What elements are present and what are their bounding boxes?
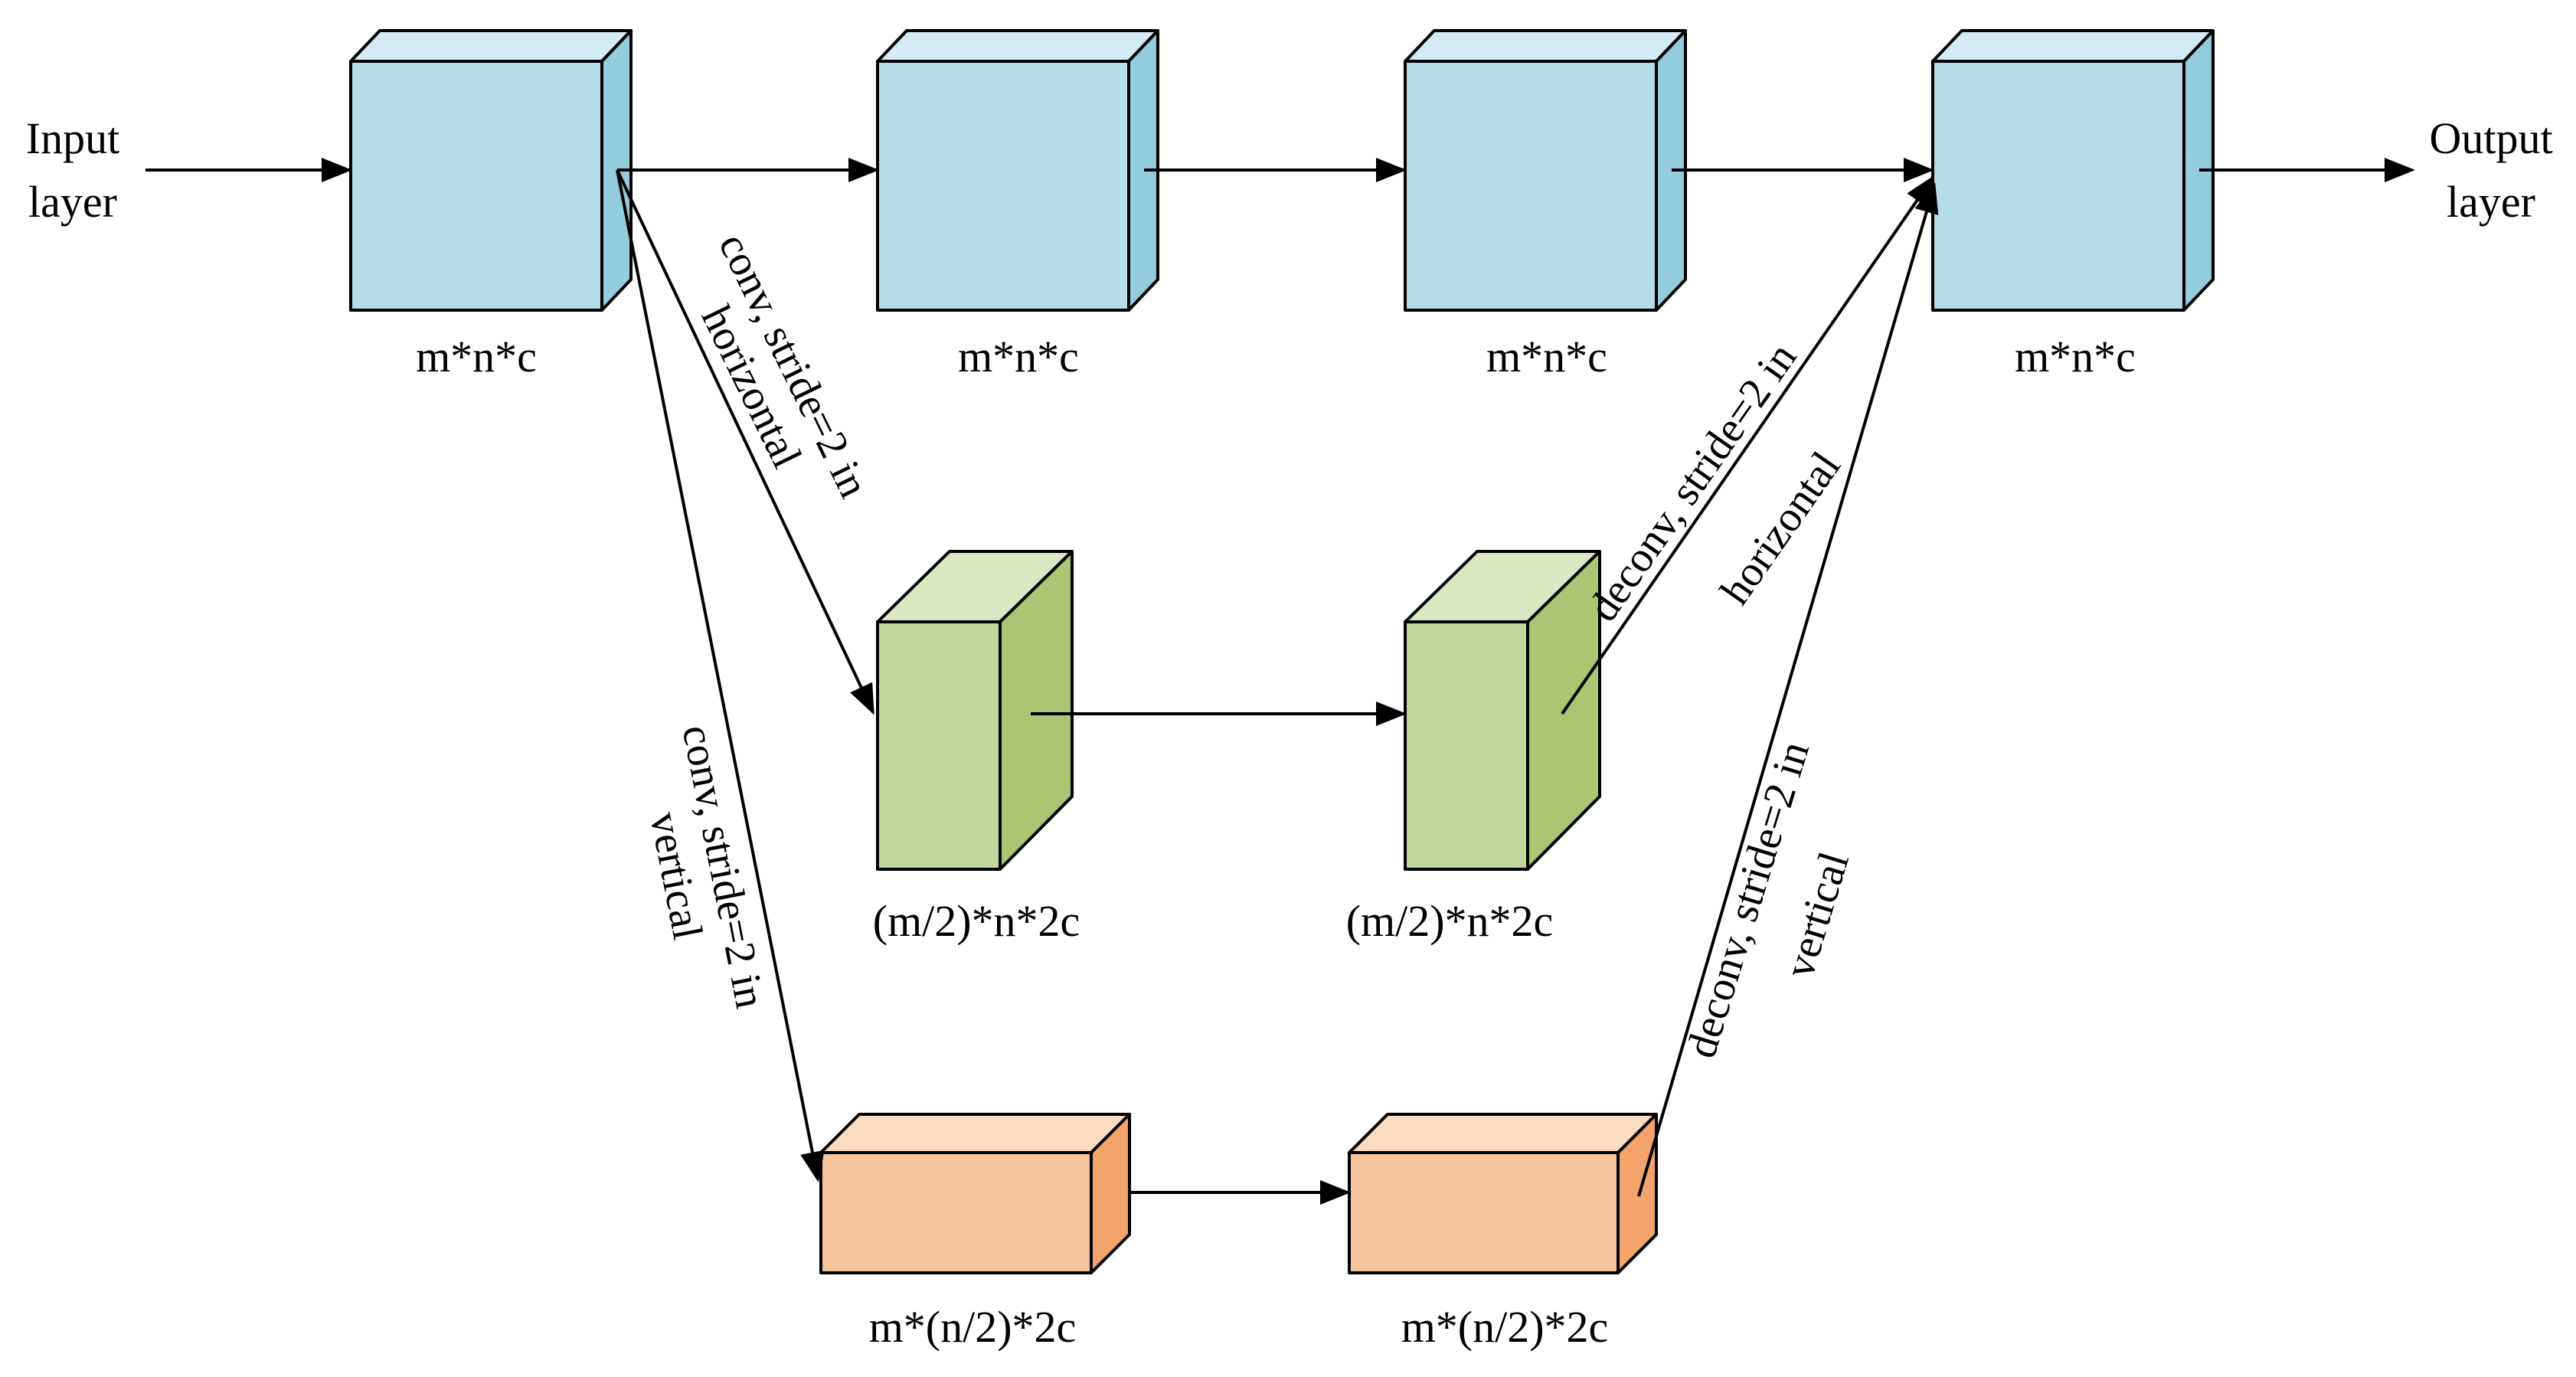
block-b3-front: [1404, 60, 1658, 312]
block-b2-label: m*n*c: [958, 332, 1079, 381]
block-b1: [349, 29, 633, 312]
block-b1-top: [349, 29, 633, 63]
block-b2-top: [876, 29, 1159, 63]
block-b3: [1404, 29, 1687, 312]
block-b4-label: m*n*c: [2015, 332, 2136, 381]
block-o2-top: [1348, 1113, 1658, 1154]
block-o2: [1348, 1113, 1658, 1274]
arrow-g2-b4: [1561, 175, 1935, 715]
block-o1-front: [819, 1151, 1093, 1274]
block-b3-top: [1404, 29, 1687, 63]
block-b1-label: m*n*c: [416, 332, 537, 381]
block-b1-front: [349, 60, 603, 312]
block-o1: [819, 1113, 1131, 1274]
block-g2-front: [1404, 620, 1529, 871]
block-o2-label: m*(n/2)*2c: [1401, 1302, 1609, 1352]
input-label-line1: Input: [26, 113, 119, 163]
arrow-b1-o1: [616, 169, 825, 1182]
block-g1-front: [876, 620, 1002, 871]
output-label-line2: layer: [2447, 177, 2535, 227]
block-o2-front: [1348, 1151, 1620, 1274]
block-b4-top: [1931, 29, 2215, 63]
arrow-o2-b4: [1637, 182, 1939, 1197]
output-label-line1: Output: [2429, 113, 2552, 163]
deconv-vertical-label-line2: vertical: [1776, 846, 1858, 983]
block-b4: [1931, 29, 2215, 312]
block-g1-label: (m/2)*n*2c: [873, 896, 1080, 946]
block-b3-label: m*n*c: [1486, 332, 1607, 381]
block-g2: [1404, 550, 1601, 871]
block-b4-front: [1931, 60, 2185, 312]
deconv-horizontal-label-line1: deconv, stride=2 in: [1579, 335, 1806, 630]
block-b2: [876, 29, 1159, 312]
block-o1-label: m*(n/2)*2c: [869, 1302, 1077, 1352]
block-b2-front: [876, 60, 1130, 312]
block-g1: [876, 550, 1074, 871]
input-label-line2: layer: [28, 177, 117, 227]
arrow-b1-g1: [616, 169, 874, 715]
block-g2-label: (m/2)*n*2c: [1346, 896, 1554, 946]
block-o1-top: [819, 1113, 1131, 1154]
